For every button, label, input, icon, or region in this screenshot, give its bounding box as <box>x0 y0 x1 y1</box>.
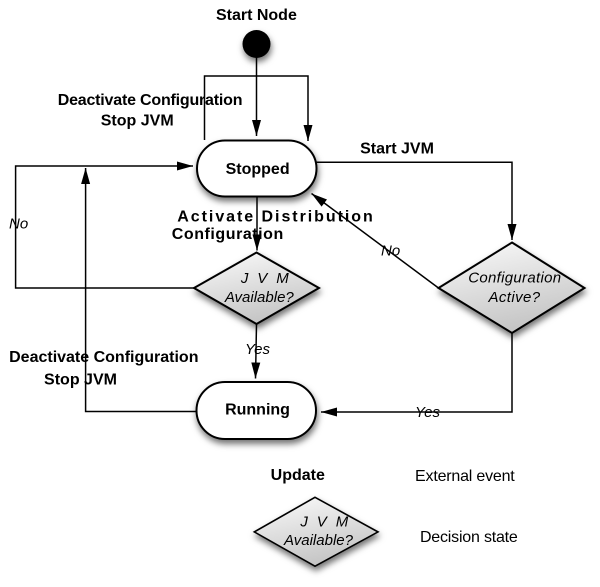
svg-text:Available?: Available? <box>224 289 295 306</box>
svg-text:Activate Distribution: Activate Distribution <box>177 209 374 226</box>
svg-text:Deactivate Configuration: Deactivate Configuration <box>58 92 243 109</box>
svg-text:No: No <box>9 216 28 233</box>
svg-text:Deactivate Configuration: Deactivate Configuration <box>9 349 198 366</box>
svg-text:No: No <box>381 243 400 260</box>
svg-text:Start JVM: Start JVM <box>360 141 434 158</box>
svg-text:Configuration: Configuration <box>172 226 284 243</box>
svg-text:Decision state: Decision state <box>420 529 518 546</box>
svg-text:Stop JVM: Stop JVM <box>44 372 117 389</box>
svg-text:Update: Update <box>271 467 325 484</box>
svg-text:Available?: Available? <box>283 532 354 549</box>
svg-text:Start Node: Start Node <box>216 7 297 24</box>
svg-text:Running: Running <box>225 402 290 419</box>
svg-text:External event: External event <box>415 468 515 485</box>
svg-text:Stopped: Stopped <box>226 161 290 178</box>
svg-text:J V M: J V M <box>240 270 291 287</box>
svg-text:Stop JVM: Stop JVM <box>101 113 174 130</box>
svg-text:Configuration: Configuration <box>468 269 561 286</box>
svg-text:J V M: J V M <box>299 514 350 531</box>
svg-text:Active?: Active? <box>488 289 541 306</box>
svg-text:Yes: Yes <box>245 341 271 358</box>
svg-text:Yes: Yes <box>415 404 441 421</box>
